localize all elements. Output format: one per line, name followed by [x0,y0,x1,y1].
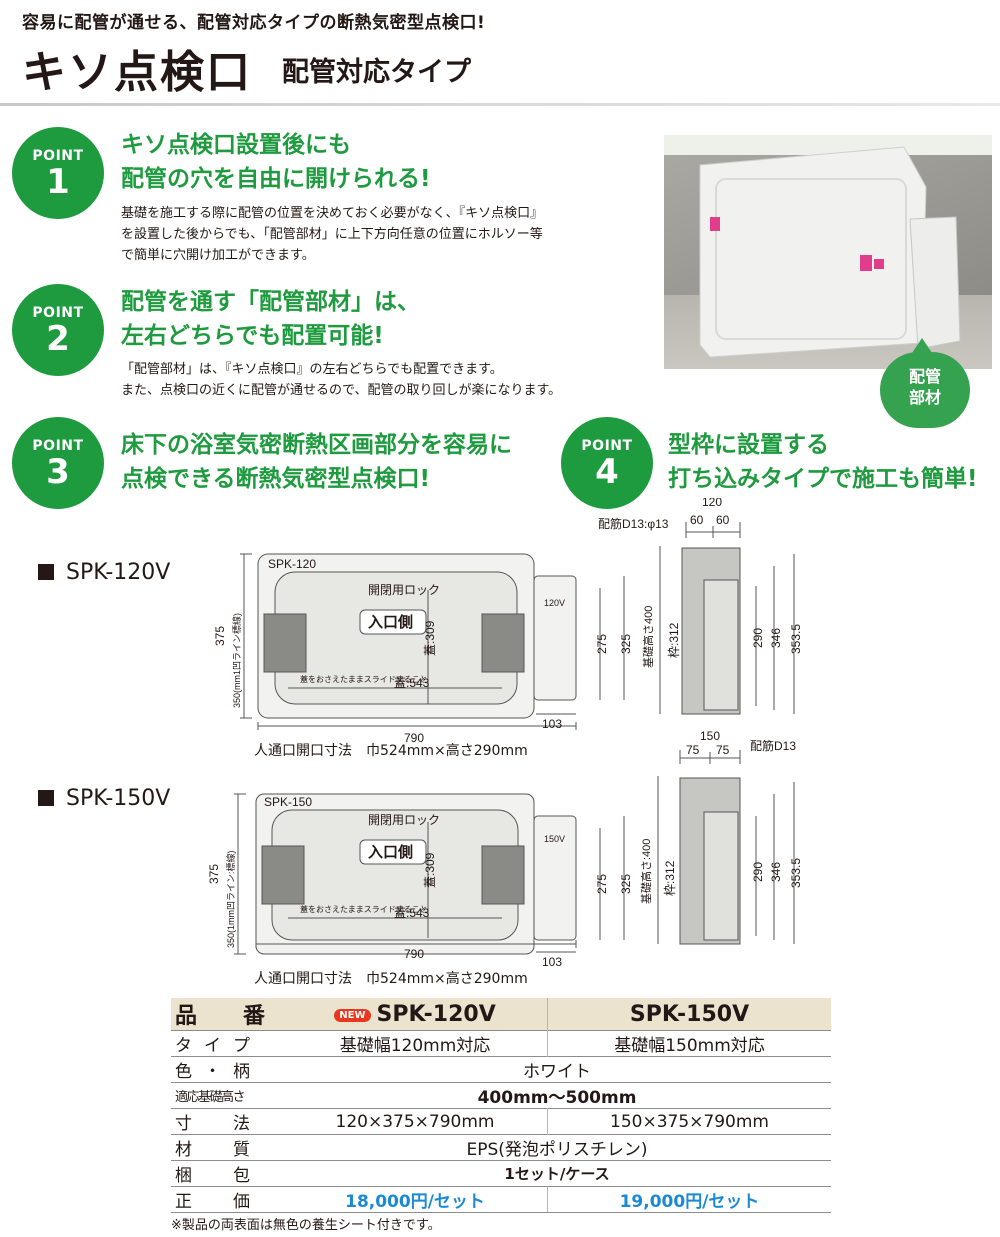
total-width: 790 [404,731,424,745]
line-height: 350(mm1凹ライン標線) [231,613,242,708]
total-width: 790 [404,947,424,961]
side-width-right: 60 [716,513,730,527]
slide-note: 蓋をおさえたままスライドすること [300,674,428,684]
tagline: 容易に配管が通せる、配管対応タイプの断熱気密型点検口! [22,13,486,33]
front-view [234,793,625,955]
height-353: 353.5 [789,858,803,888]
side-view [659,522,795,715]
line-height: 350(1mm凹ライン:標線) [225,850,236,948]
table-row: 適応基礎高さ 400mm〜500mm [171,1082,831,1109]
side-width-right: 75 [716,743,730,757]
table-row: 梱 包 1セット/ケース [171,1160,831,1187]
point-2-headline: 配管を通す「配管部材」は、左右どちらでも配置可能! [121,289,420,349]
lock-label: 開閉用ロック [368,813,440,827]
entrance-label: 入口側 [368,613,413,631]
new-badge: NEW [334,1008,371,1022]
diagram-spk150v: SPK-150 開閉用ロック 入口側 蓋:543 蓋:309 375 350(1… [207,729,803,969]
lock-label: 開閉用ロック [368,583,440,597]
height-353: 353.5 [789,624,803,654]
lid-height: 蓋:309 [423,852,437,888]
point-3-headline: 床下の浴室気密断熱区画部分を容易に点検できる断熱気密型点検口! [121,432,512,492]
model-label-spk120v: SPK-120V [38,560,170,585]
diagram-spk120v: SPK-120 開閉用ロック 入口側 蓋:543 蓋:309 375 350(m… [213,498,803,745]
rebar-label: 配筋D13 [750,738,796,753]
height-346: 346 [769,862,783,882]
price-spk120v: 18,000円/セット [283,1186,549,1213]
part-tag: 150V [544,834,565,844]
entrance-label: 入口側 [368,843,413,861]
total-height: 375 [213,626,227,646]
frame-height: 枠:312 [667,622,681,658]
total-height: 375 [207,864,221,884]
side-view [657,750,795,945]
side-width-left: 60 [690,513,704,527]
part-height-1: 275 [595,874,609,894]
point-1-headline: キソ点検口設置後にも配管の穴を自由に開けられる! [121,132,431,192]
spec-model-2: SPK-150V [547,998,831,1031]
part-height-2: 325 [619,634,633,654]
photo-tag: 配管部材 [880,352,970,428]
top-label: SPK-150 [264,795,312,809]
side-width: 150 [700,729,720,743]
part-height-1: 275 [595,634,609,654]
price-spk150v: 19,000円/セット [547,1186,831,1213]
point-4-headline: 型枠に設置する打ち込みタイプで施工も簡単! [668,432,978,492]
header-divider [0,103,1000,106]
height-290: 290 [751,862,765,882]
table-row: タイプ 基礎幅120mm対応 基礎幅150mm対応 [171,1030,831,1057]
frame-height: 枠:312 [663,860,677,896]
part-tag: 120V [544,598,565,608]
table-row: 寸 法 120×375×790mm 150×375×790mm [171,1108,831,1135]
page-subtitle: 配管対応タイプ [282,57,471,88]
opening-caption-2: 人通口開口寸法 巾524mm×高さ290mm [254,971,528,987]
base-height: 基礎高さ:400 [639,839,653,904]
lid-width: 蓋:543 [394,676,430,690]
top-label: SPK-120 [268,557,316,571]
height-290: 290 [751,628,765,648]
product-photo [664,135,992,369]
front-view [240,553,625,730]
part-height-2: 325 [619,874,633,894]
base-height: 基礎高さ400 [641,606,655,668]
table-row: 色・柄 ホワイト [171,1056,831,1083]
spec-label: 品 番 [171,998,284,1031]
height-346: 346 [769,628,783,648]
opening-caption-1: 人通口開口寸法 巾524mm×高さ290mm [254,743,528,759]
side-width-left: 75 [686,743,700,757]
photo-tag-pointer [910,338,934,356]
table-row: 正 価 18,000円/セット 19,000円/セット [171,1186,831,1213]
lid-height: 蓋:309 [423,620,437,656]
part-width: 103 [542,955,562,969]
footnote: ※製品の両表面は無色の養生シート付きです。 [171,1218,441,1233]
point-1-body: 基礎を施工する際に配管の位置を決めておく必要がなく、『キソ点検口』を設置した後か… [121,206,544,263]
table-row: 材 質 EPS(発泡ポリスチレン) [171,1134,831,1161]
point-2-body: 「配管部材」は、『キソ点検口』の左右どちらでも配置できます。また、点検口の近くに… [121,362,562,398]
page-title: キソ点検口 [22,47,252,98]
rebar-label: 配筋D13:φ13 [598,516,669,531]
part-width: 103 [542,717,562,731]
model-label-spk150v: SPK-150V [38,786,170,811]
side-width: 120 [702,498,722,509]
lid-width: 蓋:543 [394,906,430,920]
slide-note: 蓋をおさえたままスライドすること [300,904,428,914]
